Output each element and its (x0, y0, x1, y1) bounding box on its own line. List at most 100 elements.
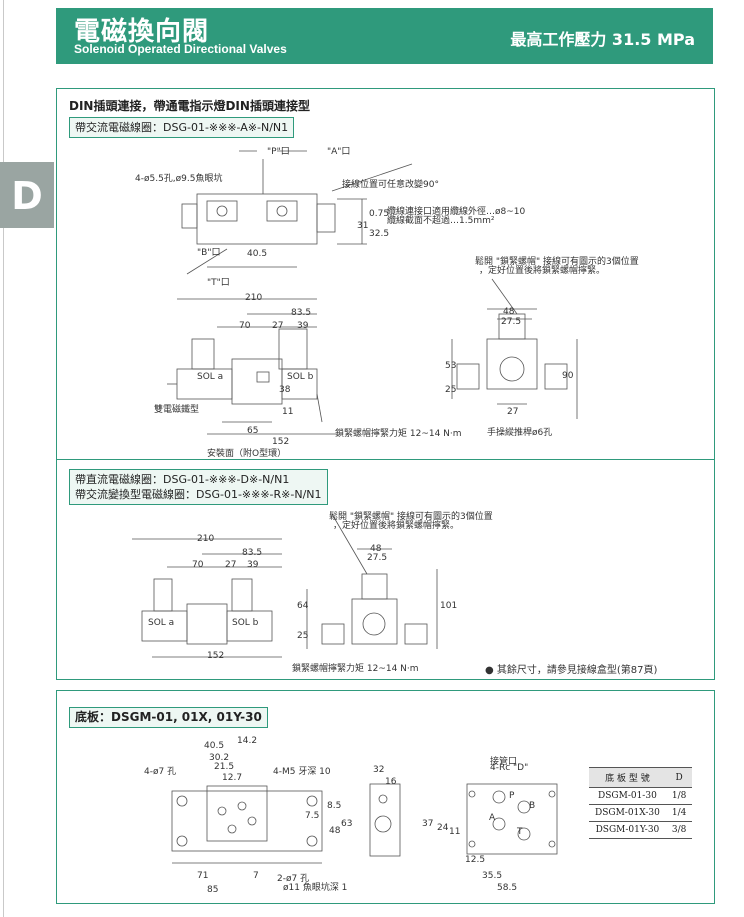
dim-32-5: 32.5 (369, 229, 390, 239)
dim-39: 39 (297, 321, 309, 331)
table-cell-model: DSGM-01Y-30 (589, 821, 666, 839)
label-dual-solenoid: 雙電磁鐵型 (154, 405, 200, 415)
dim-11: 11 (282, 407, 294, 417)
port-b: B (529, 801, 536, 811)
dim-48: 48 (503, 307, 515, 317)
table-row: DSGM-01X-30 1/4 (589, 804, 693, 822)
dim-0-75: 0.75 (369, 209, 390, 219)
table-cell-model: DSGM-01X-30 (589, 804, 666, 822)
label-loosen-nut: 鬆開 "鎖緊螺帽" 接線可有圖示的3個位置 (475, 257, 639, 267)
dim2-101: 101 (440, 601, 458, 611)
label-t-port: "T"口 (207, 278, 230, 288)
label2-loosen-nut-2: ，定好位置後將鎖緊螺帽擰緊。 (333, 521, 460, 531)
dim3-32: 32 (373, 765, 385, 775)
label2-loosen-nut: 鬆開 "鎖緊螺帽" 接線可有圖示的3個位置 (329, 512, 493, 522)
dim3-7: 7 (253, 871, 259, 881)
dim3-14-2: 14.2 (237, 736, 258, 746)
dim2-210: 210 (197, 534, 215, 544)
dim-90: 90 (562, 371, 574, 381)
label2-sol-a: SOL a (148, 618, 175, 628)
dim2-64: 64 (297, 601, 309, 611)
port-a: A (489, 813, 496, 823)
label-cable-2: 纜線截面不超過…1.5mm² (387, 216, 495, 226)
dim-25: 25 (445, 385, 457, 395)
section1-title: DIN插頭連接，帶通電指示燈DIN插頭連接型 (69, 99, 310, 113)
page-subtitle: Solenoid Operated Directional Valves (74, 42, 287, 56)
label-cable: 纜線連接口適用纜線外徑…ø8~10 (387, 207, 526, 217)
dim2-39: 39 (247, 560, 259, 570)
label-p-port: "P"口 (267, 147, 290, 157)
label-holes-7: 4-ø7 孔 (144, 767, 177, 777)
label-rotate: 接線位置可任意改變90° (342, 180, 439, 190)
label-spot-face: ø11 魚眼坑深 1 (283, 883, 348, 893)
label-manual-pin: 手操縱推桿ø6孔 (487, 428, 553, 438)
valve-front-view (167, 298, 337, 435)
dc-valve-side-view (306, 513, 438, 649)
port-t: T (517, 827, 523, 837)
table-cell-d: 1/4 (665, 804, 693, 822)
label-loosen-nut-2: ，定好位置後將鎖緊螺帽擰緊。 (479, 266, 606, 276)
table-header-model: 底 板 型 號 (589, 767, 666, 788)
section1-model: 帶交流電磁線圈：DSG-01-※※※-A※-N/N1 (69, 117, 295, 138)
table-cell-d: 1/8 (665, 787, 693, 805)
section3-title: 底板：DSGM-01, 01X, 01Y-30 (69, 707, 268, 728)
dim-38: 38 (279, 385, 291, 395)
dc-valve-front-view (132, 538, 282, 658)
dim3-30-2: 30.2 (209, 753, 230, 763)
table-row: DSGM-01Y-30 3/8 (589, 821, 693, 839)
dim3-11: 11 (449, 827, 461, 837)
section-divider (57, 459, 714, 460)
dim3-24: 24 (437, 823, 449, 833)
section2-models: 帶直流電磁線圈：DSG-01-※※※-D※-N/N1 帶交流變換型電磁線圈：DS… (69, 469, 328, 505)
page-edge-line (3, 0, 4, 917)
label-mount-face: 安裝面（附O型環） (207, 449, 287, 459)
valve-top-view (181, 150, 413, 275)
dim-31: 31 (357, 221, 369, 231)
section2-model-dc: 帶直流電磁線圈：DSG-01-※※※-D※-N/N1 (75, 473, 290, 486)
subplate-table: 底 板 型 號 D DSGM-01-30 1/8 DSGM-01X-30 1/4… (589, 767, 693, 839)
dim-152: 152 (272, 437, 290, 447)
dim-53: 53 (445, 361, 457, 371)
dim2-27-5: 27.5 (367, 553, 388, 563)
table-row: DSGM-01-30 1/8 (589, 787, 693, 805)
section2-model-ac: 帶交流變換型電磁線圈：DSG-01-※※※-R※-N/N1 (75, 488, 322, 501)
table-header-row: 底 板 型 號 D (589, 767, 693, 788)
header-banner: 電磁換向閥 Solenoid Operated Directional Valv… (56, 8, 713, 64)
din-connector-panel: DIN插頭連接，帶通電指示燈DIN插頭連接型 帶交流電磁線圈：DSG-01-※※… (56, 88, 715, 680)
subplate-panel: 底板：DSGM-01, 01X, 01Y-30 4-ø7 孔 4-M5 牙深 1… (56, 690, 715, 904)
label-sol-b: SOL b (287, 372, 314, 382)
footnote: ● 其餘尺寸，請參見接線盒型(第87頁) (485, 665, 658, 676)
label-port-thread: 4-Rc "D" (490, 763, 529, 773)
label-sol-a: SOL a (197, 372, 224, 382)
label-b-port: "B"口 (197, 248, 221, 258)
dim3-7-5: 7.5 (305, 811, 320, 821)
dim3-35-5: 35.5 (482, 871, 503, 881)
max-pressure: 最高工作壓力 31.5 MPa (510, 30, 695, 49)
dim2-25: 25 (297, 631, 309, 641)
dim-40-5: 40.5 (247, 249, 268, 259)
dim3-12-7: 12.7 (222, 773, 243, 783)
dim3-85: 85 (207, 885, 219, 895)
dim2-27: 27 (225, 560, 237, 570)
dim3-63: 63 (341, 819, 353, 829)
dim3-21-5: 21.5 (214, 762, 235, 772)
dim-27-b: 27 (507, 407, 519, 417)
label-a-port: "A"口 (327, 147, 351, 157)
dim-27-5: 27.5 (501, 317, 522, 327)
subplate-side-view (369, 783, 401, 857)
port-p: P (509, 791, 515, 801)
label-holes-m5: 4-M5 牙深 10 (273, 767, 331, 777)
section-tab-letter: D (11, 174, 43, 218)
dim3-8-5: 8.5 (327, 801, 342, 811)
dim-27: 27 (272, 321, 284, 331)
label-mounting-holes: 4-ø5.5孔,ø9.5魚眼坑 (135, 174, 223, 184)
dim3-16: 16 (385, 777, 397, 787)
dim2-70: 70 (192, 560, 204, 570)
dim3-58-5: 58.5 (497, 883, 518, 893)
label-holes-2-7: 2-ø7 孔 (277, 874, 310, 884)
section-tab: D (0, 162, 54, 228)
label2-sol-b: SOL b (232, 618, 259, 628)
table-header-d: D (665, 767, 693, 788)
table-cell-model: DSGM-01-30 (589, 787, 666, 805)
dim-210: 210 (245, 293, 263, 303)
